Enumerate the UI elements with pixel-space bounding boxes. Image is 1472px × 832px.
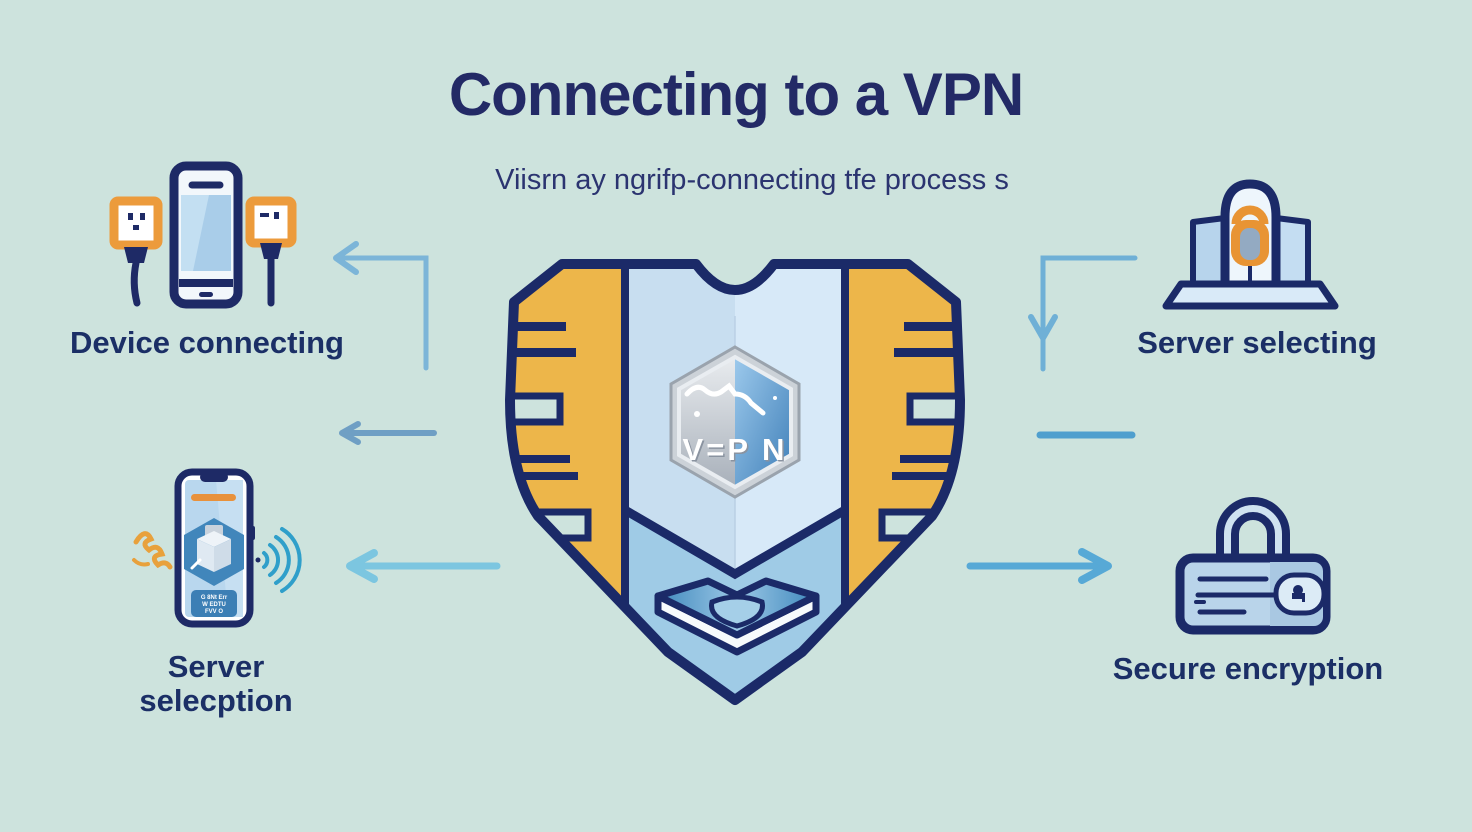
vpn-text: V=P N bbox=[683, 432, 788, 467]
shield-chevron-3d bbox=[654, 577, 820, 656]
server-selection-label-line1: Server bbox=[167, 649, 265, 684]
page-title: Connecting to a VPN bbox=[448, 61, 1024, 128]
page-subtitle: Viisrn ay ngrifp-connecting tfe process … bbox=[495, 164, 1009, 196]
vpn-hexagon-badge: V=P N V=P N bbox=[669, 345, 801, 499]
server-lock-icon bbox=[1162, 179, 1339, 310]
server-selecting-label: Server selecting bbox=[1137, 325, 1377, 360]
server-selection-label-line2: selecption bbox=[139, 683, 293, 718]
arrow-to-server-selection-icon bbox=[346, 549, 501, 583]
line-mid-right-icon bbox=[1036, 431, 1136, 439]
phone-button-text-2: W EDTU bbox=[202, 602, 226, 608]
arrow-mid-left-icon bbox=[339, 421, 437, 445]
arrow-to-encryption-icon bbox=[966, 548, 1112, 584]
arrow-to-server-selecting-icon bbox=[1028, 255, 1138, 372]
phone-button-text-1: G 8Nt Err bbox=[201, 595, 228, 601]
secure-encryption-label: Secure encryption bbox=[1112, 651, 1384, 686]
smartphone-plugs-icon bbox=[109, 161, 297, 309]
padlock-icon bbox=[1175, 497, 1331, 635]
vpn-text-shadow: V=P N bbox=[684, 434, 789, 469]
vpn-shield-icon: V=P N V=P N bbox=[505, 259, 965, 705]
server-selection-label: Server selecption bbox=[139, 650, 292, 718]
phone-button-text-3: FVV O bbox=[205, 609, 223, 615]
arrow-to-device-icon bbox=[333, 241, 429, 371]
phone-wifi-icon: G 8Nt Err W EDTU FVV O bbox=[132, 468, 302, 628]
device-connecting-label: Device connecting bbox=[70, 325, 344, 360]
